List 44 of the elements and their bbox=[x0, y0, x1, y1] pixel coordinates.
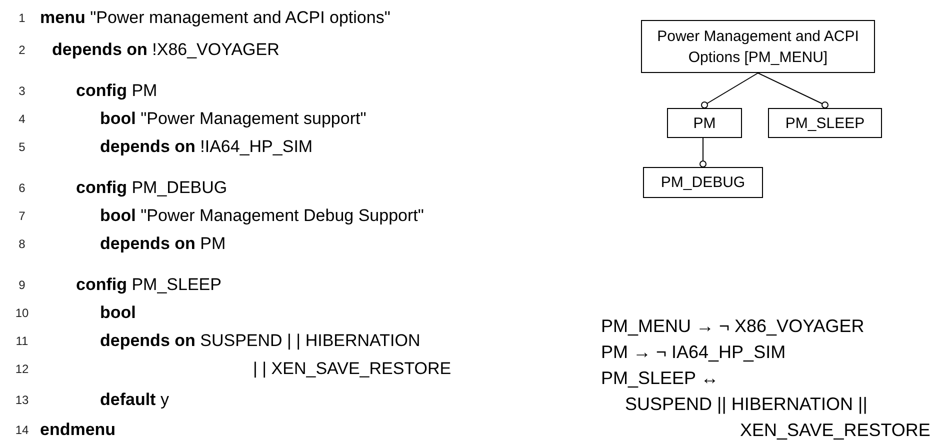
line-number: 4 bbox=[18, 112, 26, 126]
feature-box bbox=[641, 20, 875, 73]
code-line: depends on SUSPEND | | HIBERNATION bbox=[100, 331, 420, 351]
feature-name: PM_DEBUG bbox=[660, 173, 746, 193]
connector-line bbox=[758, 72, 828, 108]
code-line: bool "Power Management Debug Support" bbox=[100, 206, 424, 226]
code-line: depends on PM bbox=[100, 234, 226, 254]
code-line: | | XEN_SAVE_RESTORE bbox=[253, 359, 452, 379]
line-number: 13 bbox=[15, 393, 29, 407]
formula-line: XEN_SAVE_RESTORE bbox=[740, 419, 930, 441]
line-number: 1 bbox=[18, 11, 26, 25]
line-number: 9 bbox=[18, 278, 26, 292]
code-line: config PM_DEBUG bbox=[76, 178, 228, 198]
code-line: menu "Power management and ACPI options" bbox=[40, 8, 390, 28]
formula-line: PM → ¬ IA64_HP_SIM bbox=[601, 341, 786, 363]
formula-line: PM_SLEEP ↔ bbox=[601, 367, 719, 389]
code-line: bool bbox=[100, 303, 136, 323]
connector-line bbox=[700, 138, 706, 168]
line-number: 2 bbox=[18, 43, 26, 57]
feature-box bbox=[667, 108, 742, 138]
code-line: depends on !X86_VOYAGER bbox=[52, 40, 280, 60]
code-line: config PM bbox=[76, 81, 158, 101]
line-number: 5 bbox=[18, 140, 26, 154]
line-number: 8 bbox=[18, 237, 26, 251]
formula-line: SUSPEND || HIBERNATION || bbox=[625, 393, 868, 415]
code-line: config PM_SLEEP bbox=[76, 275, 222, 295]
line-number: 12 bbox=[15, 362, 29, 376]
feature-name: Power Management and ACPI Options [PM_MENU] bbox=[656, 26, 860, 68]
line-number: 14 bbox=[15, 423, 29, 437]
feature-box bbox=[768, 108, 882, 138]
feature-name: PM_SLEEP bbox=[785, 114, 865, 134]
line-number: 3 bbox=[18, 84, 26, 98]
code-line: endmenu bbox=[40, 420, 116, 440]
code-line: default y bbox=[100, 390, 169, 410]
feature-name: PM bbox=[693, 114, 716, 134]
connector-line bbox=[701, 72, 758, 108]
code-line: bool "Power Management support" bbox=[100, 109, 366, 129]
code-line: depends on !IA64_HP_SIM bbox=[100, 137, 313, 157]
line-number: 11 bbox=[16, 334, 28, 348]
line-number: 6 bbox=[18, 181, 26, 195]
formula-line: PM_MENU → ¬ X86_VOYAGER bbox=[601, 315, 864, 337]
feature-box bbox=[643, 167, 763, 198]
line-number: 7 bbox=[18, 209, 26, 223]
line-number: 10 bbox=[15, 306, 29, 320]
